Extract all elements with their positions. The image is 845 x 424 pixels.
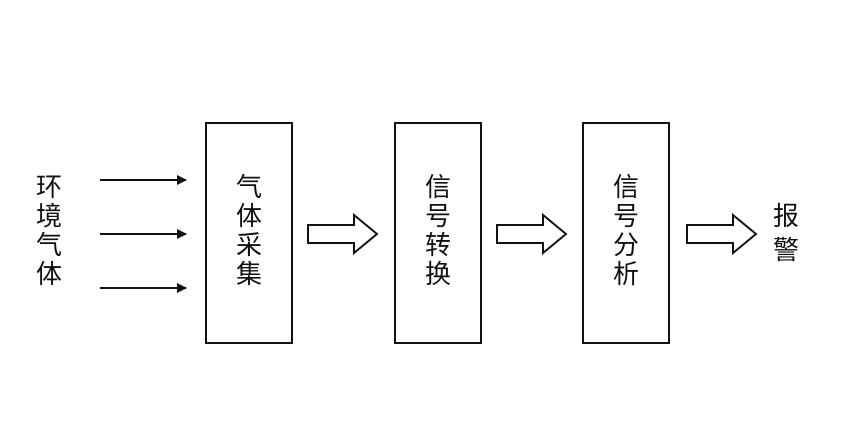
stage-label-signal-analysis: 信号分析 <box>612 173 639 290</box>
block-arrow-1 <box>307 212 379 256</box>
block-arrow-2 <box>496 212 568 256</box>
stage-box-signal-conversion <box>394 122 482 344</box>
stage-label-signal-conversion: 信号转换 <box>424 173 451 290</box>
input-label-ambient-gas: 环境气体 <box>35 173 62 290</box>
stage-box-signal-analysis <box>582 122 670 344</box>
block-arrow-3 <box>686 212 758 256</box>
stage-box-gas-collection <box>205 122 293 344</box>
output-label-alarm: 报警 <box>772 202 799 266</box>
stage-label-gas-collection: 气体采集 <box>235 173 262 290</box>
